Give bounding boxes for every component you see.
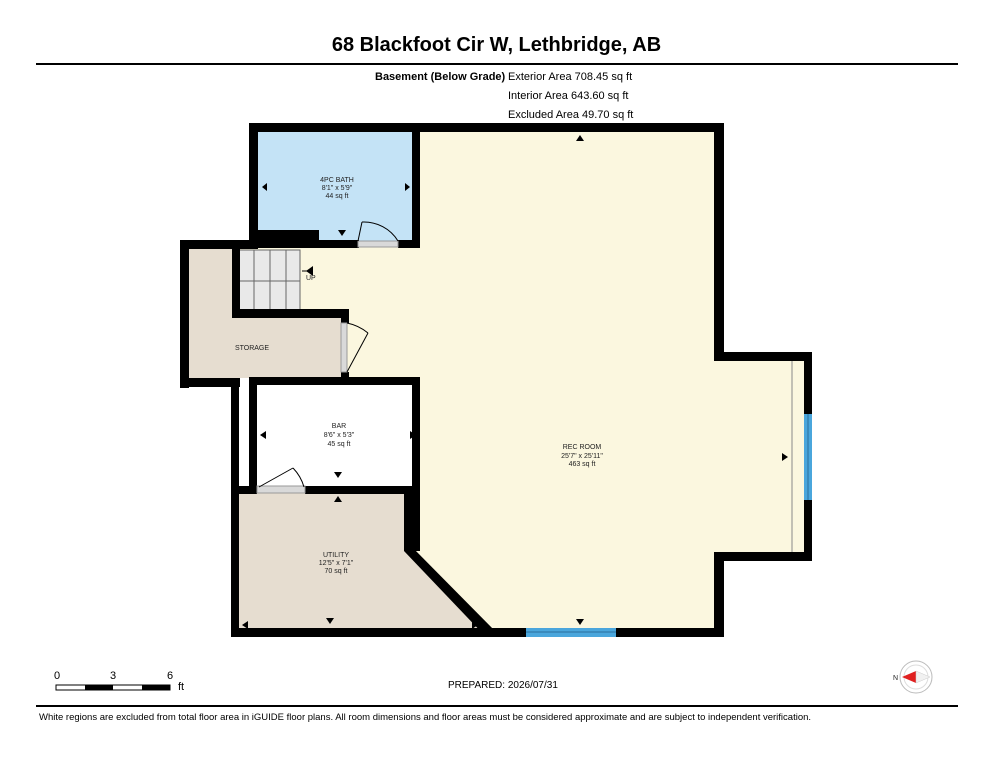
excluded-area: Excluded Area 49.70 sq ft: [508, 109, 634, 121]
utility-label: UTILITY 12'5" x 7'1" 70 sq ft: [319, 552, 354, 575]
prepared-date: PREPARED: 2026/07/31: [448, 680, 558, 691]
bar-dims: 8'6" x 5'3": [324, 432, 355, 439]
staircase: [237, 249, 301, 313]
bar-name: BAR: [332, 423, 346, 430]
rec-area: 463 sq ft: [569, 461, 596, 468]
scale-tick-3: 3: [110, 670, 117, 682]
rec-name: REC ROOM: [563, 444, 602, 451]
scale-unit: ft: [178, 681, 185, 693]
bath-label: 4PC BATH 8'1" x 5'9" 44 sq ft: [320, 177, 354, 200]
scale-bar: [55, 684, 171, 691]
footer-divider: [36, 705, 958, 707]
stairs-up-label: UP: [306, 275, 316, 282]
utility-floor: [238, 492, 482, 630]
disclaimer: White regions are excluded from total fl…: [39, 712, 812, 723]
rec-label: REC ROOM 25'7" x 25'11" 463 sq ft: [561, 444, 603, 468]
utility-name: UTILITY: [323, 552, 349, 559]
dimension-arrows: [242, 135, 788, 629]
bar-floor: [256, 384, 418, 489]
bath-area: 44 sq ft: [326, 193, 349, 200]
bath-door: [357, 221, 399, 248]
diagonal-wall-edge: [404, 490, 412, 551]
compass-north-label: N: [893, 675, 898, 682]
rec-dims: 25'7" x 25'11": [561, 453, 603, 460]
storage-name: STORAGE: [235, 345, 269, 352]
interior-area: Interior Area 643.60 sq ft: [508, 90, 629, 102]
compass-icon: [899, 660, 933, 694]
bar-area: 45 sq ft: [328, 441, 351, 448]
scale-tick-0: 0: [54, 670, 61, 682]
bar-door: [256, 467, 306, 494]
utility-area: 70 sq ft: [325, 568, 348, 575]
rec-room-floor: [238, 131, 808, 633]
exterior-area: Exterior Area 708.45 sq ft: [508, 71, 633, 83]
bath-name: 4PC BATH: [320, 177, 354, 184]
bar-label: BAR 8'6" x 5'3" 45 sq ft: [324, 423, 355, 448]
utility-dims: 12'5" x 7'1": [319, 560, 354, 567]
floor-level-label: Basement (Below Grade): [375, 71, 506, 83]
diagonal-wall: [404, 547, 497, 637]
page-title: 68 Blackfoot Cir W, Lethbridge, AB: [331, 34, 662, 56]
storage-floor: [188, 247, 343, 378]
walls: [180, 123, 812, 637]
storage-door: [340, 322, 369, 373]
scale-tick-6: 6: [167, 670, 174, 682]
area-list: Exterior Area 708.45 sq ft Interior Area…: [508, 68, 633, 125]
header-divider: [36, 63, 958, 65]
stairs-up-arrow-icon: [302, 266, 313, 276]
bath-dims: 8'1" x 5'9": [322, 185, 353, 192]
bath-floor: [258, 131, 416, 245]
